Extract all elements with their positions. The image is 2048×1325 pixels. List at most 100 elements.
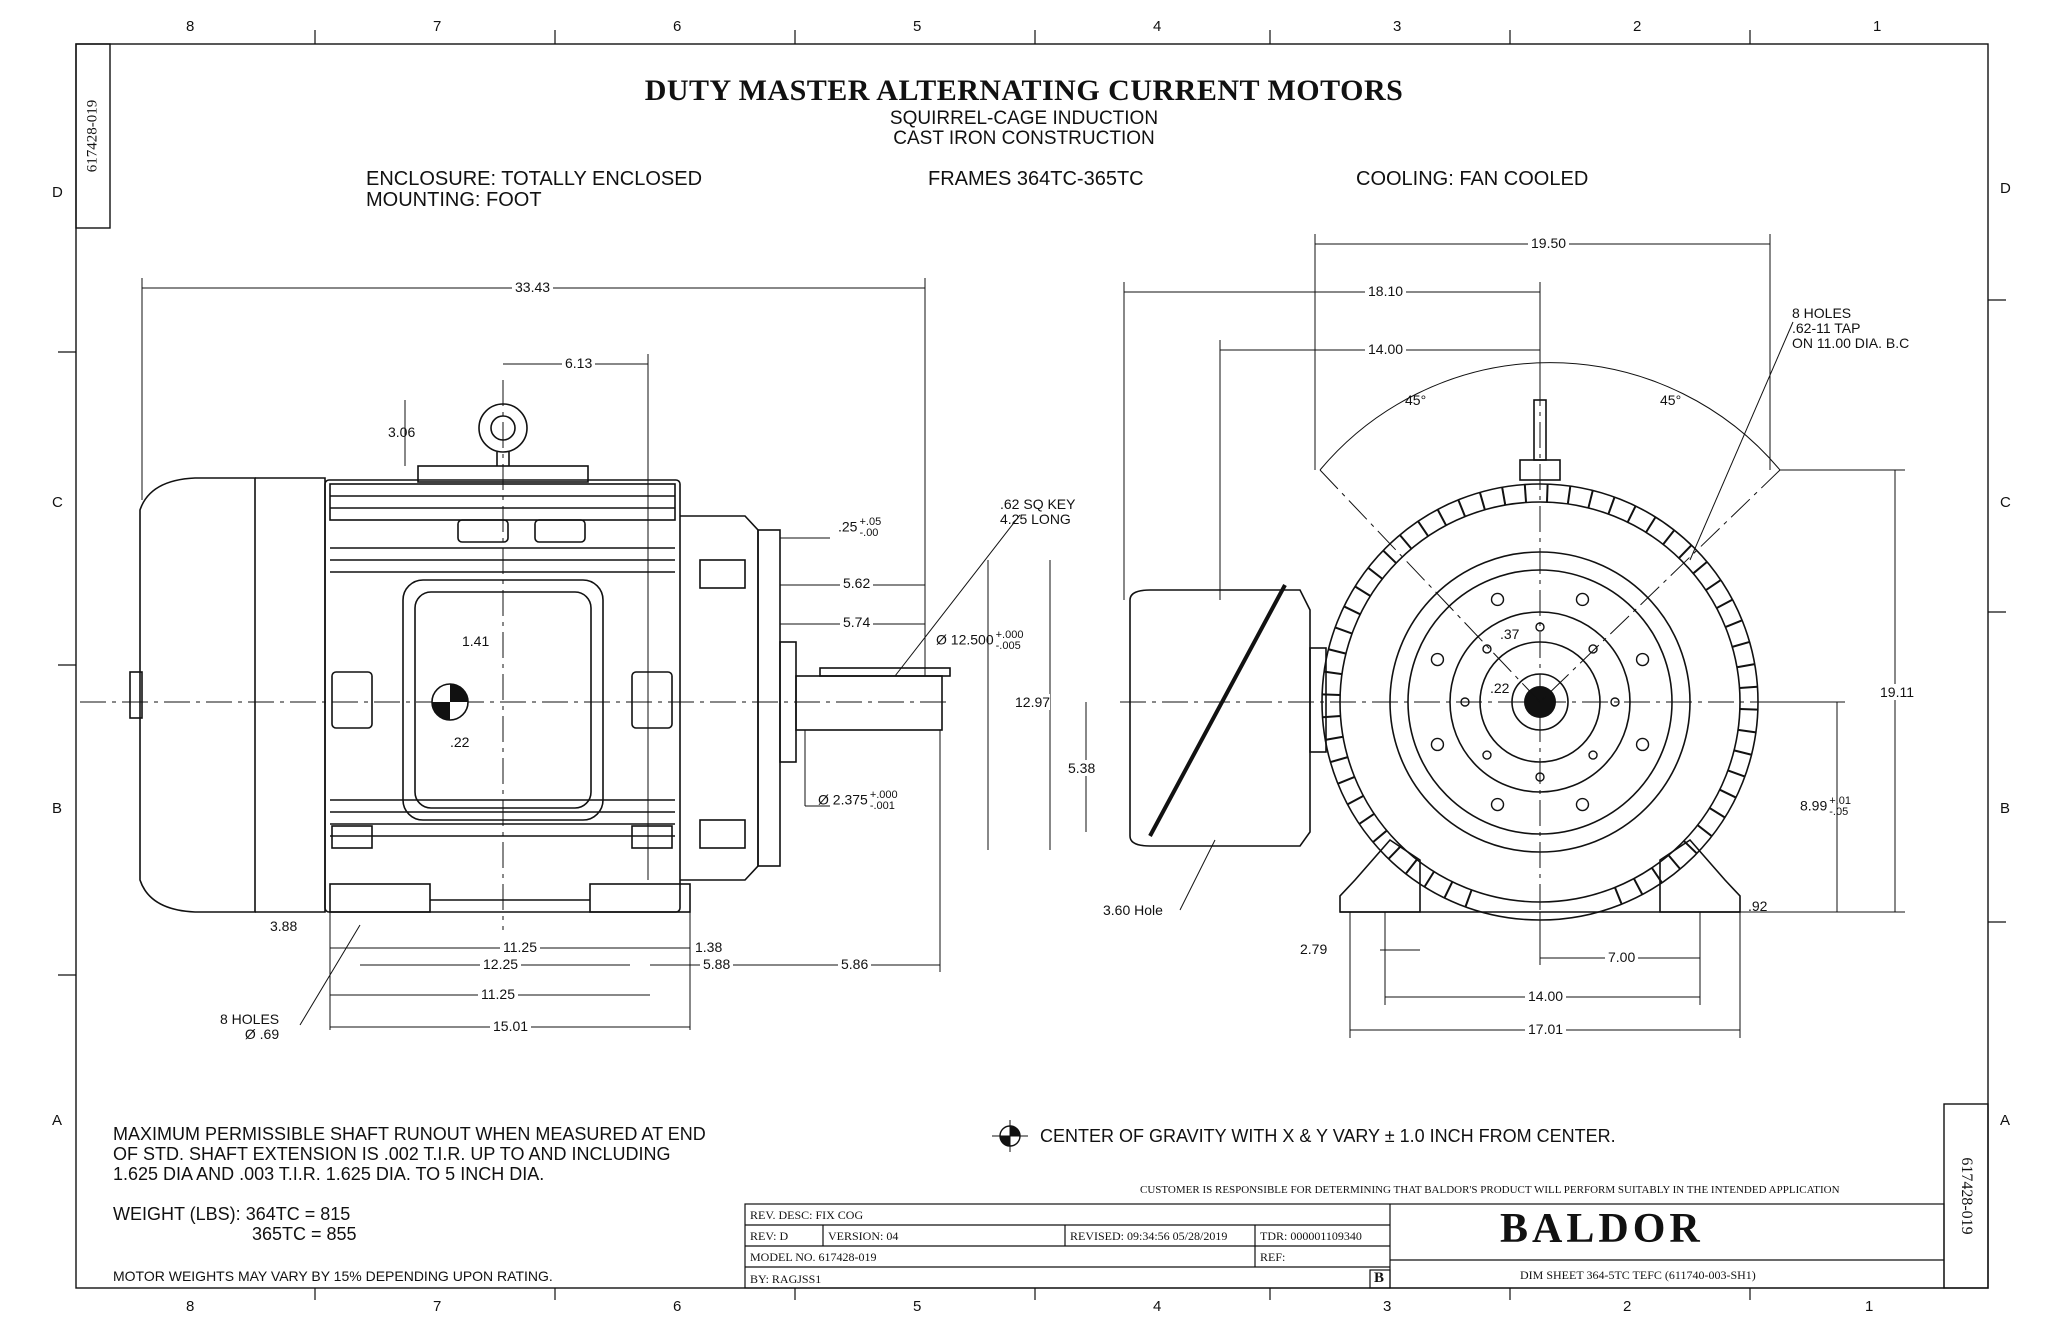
dim-eyebolt-offset: 6.13: [562, 355, 596, 371]
zone-row-b-right: B: [2000, 800, 2011, 817]
zone-row-b: B: [52, 800, 63, 817]
zone-row-a: A: [52, 1112, 63, 1129]
cooling-fin: [1423, 871, 1435, 888]
cooling-fin: [1323, 670, 1343, 676]
dim-37: .37: [1500, 626, 1520, 642]
sheet-size: B: [1374, 1270, 1385, 1286]
weight-vary-note: MOTOR WEIGHTS MAY VARY BY 15% DEPENDING …: [113, 1268, 553, 1284]
cooling-fin: [1330, 756, 1349, 764]
inner-hole: [1482, 644, 1492, 654]
dim-12-97: 12.97: [1015, 694, 1051, 710]
zone-col-7: 7: [433, 18, 442, 35]
zone-col-5-bottom: 5: [913, 1298, 922, 1315]
dim-14-00-bottom: 14.00: [1525, 988, 1567, 1004]
cooling-fin: [1322, 693, 1341, 697]
tapped-hole: [1490, 592, 1505, 607]
zone-col-2: 2: [1633, 18, 1642, 35]
model-no: MODEL NO. 617428-019: [750, 1250, 877, 1264]
zone-col-1-bottom: 1: [1865, 1298, 1874, 1315]
zone-col-2-bottom: 2: [1623, 1298, 1632, 1315]
cooling-fin: [1725, 619, 1743, 629]
dim-14-00-top: 14.00: [1365, 341, 1407, 357]
zone-row-d-right: D: [2000, 180, 2011, 197]
customer-note: CUSTOMER IS RESPONSIBLE FOR DETERMINING …: [1140, 1184, 1840, 1196]
tapped-hole: [1430, 737, 1445, 752]
revised-date: REVISED: 09:34:56 05/28/2019: [1070, 1229, 1228, 1243]
zone-row-c: C: [52, 494, 63, 511]
zone-row-c-right: C: [2000, 494, 2011, 511]
angle-left: 45°: [1405, 392, 1427, 408]
cooling-fin: [1566, 485, 1572, 505]
cooling-fin: [1545, 484, 1549, 503]
cooling-fin: [1727, 769, 1746, 778]
inner-hole: [1588, 644, 1598, 654]
frames-label: FRAMES 364TC-365TC: [928, 168, 1144, 190]
cooling-fin: [1716, 598, 1733, 609]
cog-note: CENTER OF GRAVITY WITH X & Y VARY ± 1.0 …: [1040, 1126, 1616, 1146]
dim-5-74: 5.74: [840, 614, 874, 630]
cooling-fin: [1626, 505, 1637, 523]
zone-col-3-bottom: 3: [1383, 1298, 1392, 1315]
zone-col-8: 8: [186, 18, 195, 35]
dim-7-00: 7.00: [1605, 949, 1639, 965]
cog-symbol-side: [431, 683, 469, 721]
cooling-fin: [1417, 520, 1429, 537]
cooling-fin: [1347, 795, 1364, 806]
runout-note-line-3: 1.625 DIA AND .003 T.I.R. 1.625 DIA. TO …: [113, 1164, 545, 1184]
dim-19-50: 19.50: [1528, 235, 1570, 251]
end-view: [1129, 399, 1759, 921]
version: VERSION: 04: [828, 1229, 899, 1243]
cooling-fin: [1404, 858, 1418, 875]
dim-15-01: 15.01: [490, 1018, 532, 1034]
tdr: TDR: 000001109340: [1260, 1229, 1362, 1243]
dim-92: .92: [1748, 898, 1768, 914]
cooling-fin: [1678, 544, 1693, 559]
cooling-fin: [1337, 775, 1355, 785]
cooling-fin: [1733, 749, 1752, 756]
center-lines: [80, 380, 1781, 930]
zone-col-3: 3: [1393, 18, 1402, 35]
cooling-fin: [1607, 496, 1616, 515]
tapped-hole: [1575, 797, 1590, 812]
dim-5-86: 5.86: [838, 956, 872, 972]
cooling-fin: [1523, 484, 1528, 503]
dim-sheet-id: DIM SHEET 364-5TC TEFC (611740-003-SH1): [1520, 1268, 1756, 1282]
title-block: [744, 1203, 1945, 1289]
cooling-fin: [1633, 878, 1644, 895]
zone-col-4: 4: [1153, 18, 1162, 35]
cooling-fin: [1334, 626, 1353, 635]
cooling-fin: [1328, 648, 1347, 655]
sheet-border: [75, 43, 1989, 1289]
weight-365: 365TC = 855: [252, 1224, 357, 1244]
inner-hole: [1588, 750, 1598, 760]
dim-1-38: 1.38: [695, 939, 723, 955]
cooling-fin: [1613, 887, 1623, 905]
angle-right: 45°: [1660, 392, 1682, 408]
dim-2-79: 2.79: [1300, 941, 1328, 957]
subtitle-induction: SQUIRREL-CAGE INDUCTION: [889, 108, 1159, 129]
cooling-fin: [1739, 685, 1758, 690]
dim-cog-y: .22: [450, 734, 470, 750]
cooling-fin: [1478, 492, 1486, 511]
cooling-fin: [1382, 549, 1397, 564]
cooling-fin: [1387, 845, 1402, 860]
dim-5-62: 5.62: [840, 575, 874, 591]
baldor-logo: BALDOR: [1500, 1206, 1704, 1252]
runout-note-line-2: OF STD. SHAFT EXTENSION IS .002 T.I.R. U…: [113, 1144, 671, 1164]
cooling-fin: [1343, 605, 1361, 616]
dim-22: .22: [1490, 680, 1510, 696]
dim-5-88: 5.88: [700, 956, 734, 972]
dim-5-38: 5.38: [1068, 760, 1096, 776]
cooling-fin: [1705, 579, 1722, 591]
dim-eyebolt-height: 3.06: [388, 424, 416, 440]
cooling-fin: [1457, 499, 1467, 517]
cooling-fin: [1354, 585, 1371, 597]
dim-8-99: 8.99+.01-.05: [1800, 795, 1851, 818]
drawing-title: DUTY MASTER ALTERNATING CURRENT MOTORS: [644, 74, 1404, 107]
cooling-fin: [1587, 490, 1594, 509]
dim-flange-tolerance: .25+.05-.00: [838, 516, 882, 539]
dim-17-01: 17.01: [1525, 1021, 1567, 1037]
